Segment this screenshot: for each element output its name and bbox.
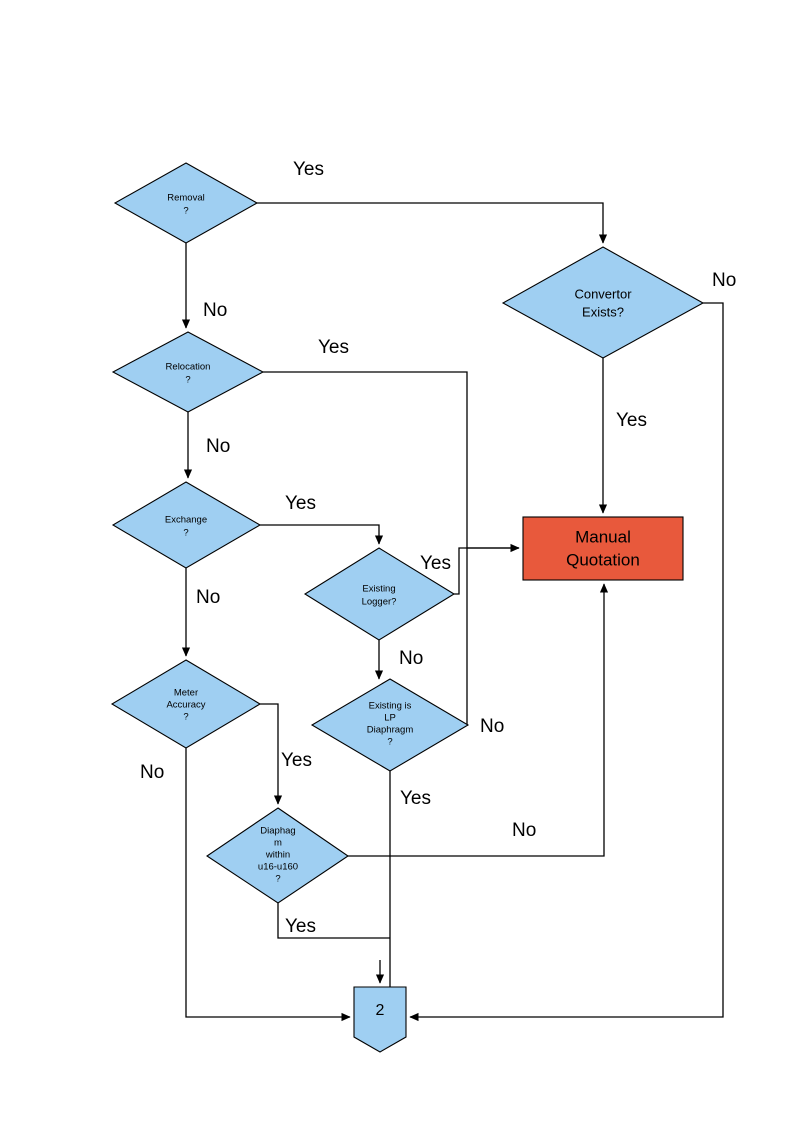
existing-lp-label-line3: Diaphragm bbox=[367, 725, 414, 736]
existing-lp-label-line1: Existing is bbox=[369, 701, 412, 712]
edge-label-existing-logger-yes: Yes bbox=[420, 553, 451, 574]
manual-quotation-label-line1: Manual bbox=[575, 527, 631, 546]
diaphagm-within-diamond[interactable] bbox=[206, 807, 349, 904]
node-relocation[interactable]: Relocation ? bbox=[111, 331, 265, 413]
edge-diaphagm-yes bbox=[277, 903, 390, 939]
exchange-label-line2: ? bbox=[183, 528, 188, 539]
convertor-label-line1: Convertor bbox=[574, 286, 632, 301]
node-meter-accuracy[interactable]: Meter Accuracy ? bbox=[110, 659, 262, 749]
relocation-label-line1: Relocation bbox=[166, 362, 211, 373]
exchange-diamond[interactable] bbox=[111, 481, 262, 569]
node-existing-lp-diaphragm[interactable]: Existing is LP Diaphragm ? bbox=[310, 678, 470, 772]
meter-accuracy-label-line1: Meter bbox=[174, 688, 198, 699]
edge-relocation-yes bbox=[263, 371, 520, 553]
edge-label-exchange-no: No bbox=[196, 587, 220, 608]
node-removal[interactable]: Removal ? bbox=[113, 162, 259, 244]
edge-label-removal-no: No bbox=[203, 300, 227, 321]
existing-logger-label-line2: Logger? bbox=[362, 597, 397, 608]
edge-existing-lp-no bbox=[466, 548, 468, 726]
diaphagm-label-line4: u16-u160 bbox=[258, 862, 298, 873]
edge-label-existing-lp-no: No bbox=[480, 716, 504, 737]
node-convertor-exists[interactable]: Convertor Exists? bbox=[501, 246, 705, 359]
edge-label-relocation-no: No bbox=[206, 436, 230, 457]
removal-label-line1: Removal bbox=[167, 193, 205, 204]
diaphagm-label-line3: within bbox=[265, 850, 290, 861]
edge-removal-yes bbox=[257, 202, 608, 244]
existing-lp-label-line4: ? bbox=[387, 737, 392, 748]
connector-2-shape[interactable] bbox=[353, 986, 407, 1053]
edge-label-relocation-yes: Yes bbox=[318, 337, 349, 358]
relocation-diamond[interactable] bbox=[111, 331, 265, 413]
existing-logger-label-line1: Existing bbox=[362, 584, 395, 595]
existing-logger-diamond[interactable] bbox=[303, 547, 456, 641]
connector-2-label: 2 bbox=[376, 1002, 385, 1019]
node-existing-logger[interactable]: Existing Logger? bbox=[303, 547, 456, 641]
edge-meter-accuracy-no bbox=[185, 748, 351, 1022]
edge-label-convertor-no: No bbox=[712, 270, 736, 291]
removal-diamond[interactable] bbox=[113, 162, 259, 244]
convertor-exists-diamond[interactable] bbox=[501, 246, 705, 359]
edge-exchange-yes bbox=[260, 524, 384, 545]
edge-label-diaphagm-yes: Yes bbox=[285, 916, 316, 937]
existing-lp-diaphragm-diamond[interactable] bbox=[310, 678, 470, 772]
diaphagm-label-line2: m bbox=[274, 838, 282, 849]
existing-lp-label-line2: LP bbox=[384, 713, 396, 724]
relocation-label-line2: ? bbox=[185, 375, 190, 386]
node-manual-quotation[interactable]: Manual Quotation bbox=[522, 516, 684, 581]
meter-accuracy-label-line3: ? bbox=[183, 712, 188, 723]
convertor-label-line2: Exists? bbox=[582, 304, 624, 319]
node-connector-2[interactable]: 2 bbox=[353, 986, 407, 1053]
manual-quotation-box[interactable] bbox=[522, 516, 684, 581]
edge-label-removal-yes: Yes bbox=[293, 159, 324, 180]
diaphagm-label-line1: Diaphag bbox=[260, 826, 295, 837]
diaphagm-label-line5: ? bbox=[275, 874, 280, 885]
edge-label-convertor-yes: Yes bbox=[616, 410, 647, 431]
edge-label-exchange-yes: Yes bbox=[285, 493, 316, 514]
manual-quotation-label-line2: Quotation bbox=[566, 550, 640, 569]
edge-label-meter-accuracy-no: No bbox=[140, 762, 164, 783]
edge-label-meter-accuracy-yes: Yes bbox=[281, 750, 312, 771]
edge-label-existing-logger-no: No bbox=[399, 648, 423, 669]
removal-label-line2: ? bbox=[183, 206, 188, 217]
edge-convertor-no bbox=[409, 302, 724, 1022]
node-diaphagm-within[interactable]: Diaphag m within u16-u160 ? bbox=[206, 807, 349, 904]
meter-accuracy-label-line2: Accuracy bbox=[166, 700, 205, 711]
edge-label-existing-lp-yes: Yes bbox=[400, 788, 431, 809]
meter-accuracy-diamond[interactable] bbox=[110, 659, 262, 749]
node-exchange[interactable]: Exchange ? bbox=[111, 481, 262, 569]
edge-label-diaphagm-no: No bbox=[512, 820, 536, 841]
edge-diaphagm-no bbox=[348, 583, 609, 857]
exchange-label-line1: Exchange bbox=[165, 515, 207, 526]
edge-meter-accuracy-yes bbox=[260, 703, 283, 805]
edge-existing-logger-yes bbox=[454, 547, 519, 595]
